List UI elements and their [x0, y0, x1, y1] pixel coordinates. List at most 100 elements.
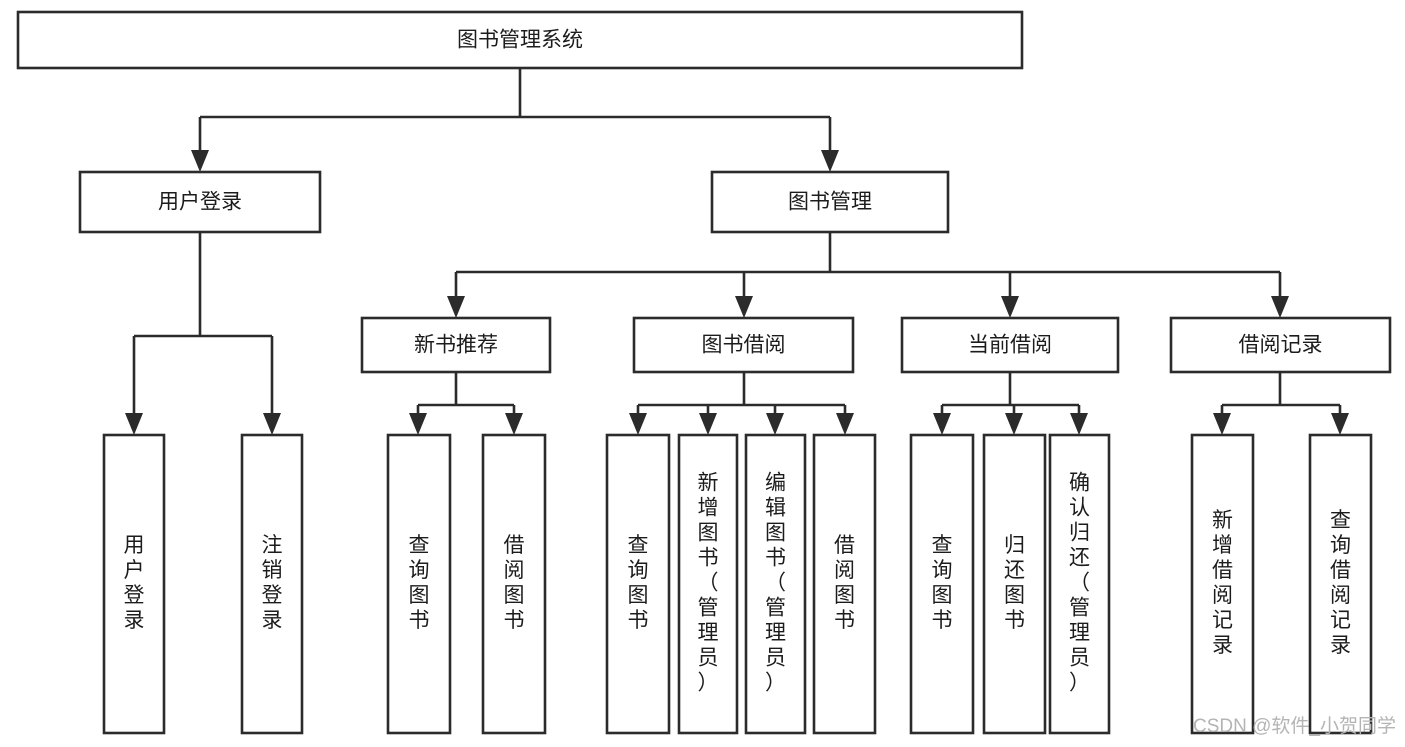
arrow-head-icon [933, 413, 951, 435]
node-label-char: 阅 [1330, 584, 1351, 607]
node-label-char: 户 [124, 559, 145, 582]
node-label-char: 新 [1212, 509, 1233, 532]
node-label: 当前借阅 [968, 334, 1052, 357]
node-box [812, 433, 877, 735]
node-label-char: 录 [124, 609, 145, 632]
node-label: 图书管理 [788, 191, 872, 214]
arrow-head-icon [447, 296, 465, 318]
arrow-head-icon [263, 413, 281, 435]
node-label-char: 图 [765, 522, 786, 545]
level3-node-图书借阅[interactable]: 图书借阅 [632, 316, 855, 374]
node-box [1169, 316, 1392, 374]
node-label-char: 图 [628, 584, 649, 607]
node-label-char: 询 [628, 559, 649, 582]
node-label-char: 图 [698, 522, 719, 545]
node-label-char: 询 [932, 559, 953, 582]
node-label-char: 书 [932, 609, 953, 632]
node-box [78, 170, 322, 234]
node-label-char: 录 [1330, 634, 1351, 657]
arrow-head-icon [1005, 413, 1023, 435]
level2-node-用户登录[interactable]: 用户登录 [78, 170, 322, 234]
node-label-char: 阅 [1212, 584, 1233, 607]
node-label: 用户登录 [158, 191, 242, 214]
arrow-head-icon [1271, 296, 1289, 318]
node-label-char: 书 [834, 609, 855, 632]
node-box [386, 433, 452, 735]
node-label: 新书推荐 [414, 334, 498, 357]
node-label-char: 书 [504, 609, 525, 632]
arrow-head-icon [1213, 413, 1231, 435]
node-label-char: 书 [628, 609, 649, 632]
node-box [102, 433, 166, 735]
node-label-char: 理 [698, 622, 719, 645]
leaf-node-用户登录[interactable]: 用户登录 [102, 433, 166, 735]
node-label-char: 辑 [765, 497, 786, 520]
level3-node-借阅记录[interactable]: 借阅记录 [1169, 316, 1392, 374]
node-label-char: （ [765, 572, 786, 595]
arrow-head-icon [836, 413, 854, 435]
arrow-head-icon [1070, 413, 1088, 435]
node-label-char: 书 [698, 547, 719, 570]
node-label-char: ） [698, 672, 719, 695]
node-box [982, 433, 1047, 735]
node-label-char: 图 [834, 584, 855, 607]
node-label-char: 编 [765, 472, 786, 495]
root-node-图书管理系统[interactable]: 图书管理系统 [16, 10, 1024, 70]
node-box [1308, 433, 1373, 735]
node-layer: 图书管理系统用户登录图书管理新书推荐图书借阅当前借阅借阅记录用户登录注销登录查询… [16, 10, 1392, 735]
node-label: 图书管理系统 [457, 29, 583, 52]
node-label-char: 归 [1004, 534, 1025, 557]
node-label-char: 借 [1212, 559, 1233, 582]
node-label-char: 图 [504, 584, 525, 607]
node-label-char: 登 [124, 584, 145, 607]
node-box [16, 10, 1024, 70]
node-label-char: 管 [698, 597, 719, 620]
arrow-head-icon [1001, 296, 1019, 318]
node-label-char: 还 [1069, 547, 1090, 570]
arrow-head-icon [1331, 413, 1349, 435]
arrow-head-icon [409, 413, 427, 435]
node-label: 图书借阅 [702, 334, 786, 357]
arrow-head-icon [505, 413, 523, 435]
node-label-char: 登 [262, 584, 283, 607]
arrow-head-icon [191, 150, 209, 172]
node-label: 借阅记录 [1239, 334, 1323, 357]
arrow-head-icon [735, 296, 753, 318]
node-label-char: 新 [698, 472, 719, 495]
node-label-char: （ [1069, 572, 1090, 595]
node-label-char: 图 [1004, 584, 1025, 607]
node-label-char: 查 [1330, 509, 1351, 532]
node-box [240, 433, 304, 735]
node-box [605, 433, 671, 735]
node-label-char: 图 [932, 584, 953, 607]
arrow-head-icon [629, 413, 647, 435]
node-label-char: 归 [1069, 522, 1090, 545]
node-label-char: 查 [628, 534, 649, 557]
level3-node-新书推荐[interactable]: 新书推荐 [360, 316, 552, 374]
level2-node-图书管理[interactable]: 图书管理 [710, 170, 950, 234]
node-box [909, 433, 975, 735]
node-label-char: 员 [698, 647, 719, 670]
node-label-char: 员 [1069, 647, 1090, 670]
node-box [1190, 433, 1255, 735]
node-label-char: 认 [1069, 497, 1090, 520]
node-label-char: 还 [1004, 559, 1025, 582]
level3-node-当前借阅[interactable]: 当前借阅 [900, 316, 1120, 374]
node-label-char: 图 [409, 584, 430, 607]
node-label-char: （ [698, 572, 719, 595]
node-box [632, 316, 855, 374]
node-label-char: 书 [1004, 609, 1025, 632]
